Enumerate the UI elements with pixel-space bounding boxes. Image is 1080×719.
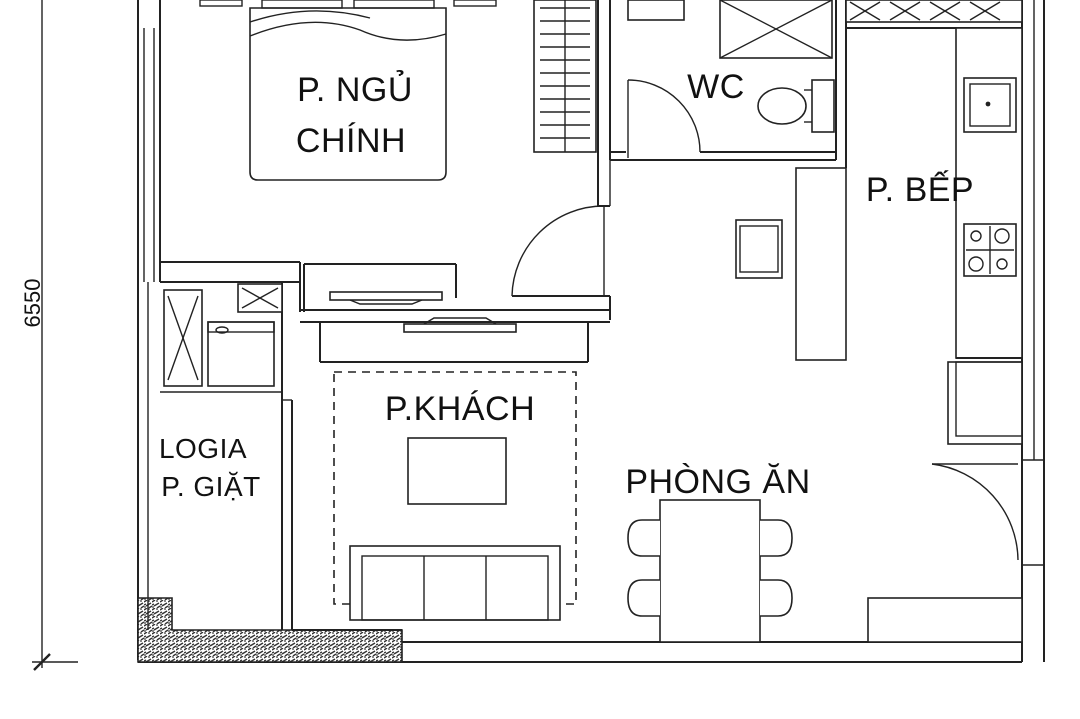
utility-sink-icon: [237, 283, 283, 313]
dimension-height-label: 6550: [20, 279, 45, 328]
room-label-logia: LOGIA: [159, 433, 247, 464]
coffee-table-icon: [407, 437, 507, 505]
entry-door: [931, 463, 1019, 561]
dining-chair-icon: [627, 519, 793, 617]
room-label-wc: WC: [687, 68, 745, 106]
sofa-icon: [349, 545, 561, 621]
room-label-kitchen: P. BẾP: [866, 171, 974, 209]
bed-icon: [199, 0, 497, 181]
stove-icon: [963, 223, 1017, 277]
kitchen-island: [735, 167, 847, 361]
wardrobe-icon: [533, 0, 597, 153]
bedroom-walls: [160, 0, 611, 363]
dining-table-icon: [659, 499, 761, 643]
tv-unit-icon: [329, 291, 517, 333]
room-label-laundry: P. GIẶT: [161, 471, 260, 502]
room-label-master-bedroom: P. NGỦ: [297, 71, 413, 109]
shoe-cabinet: [867, 597, 1023, 643]
toilet-icon: [757, 79, 835, 133]
room-label-dining: PHÒNG ĂN: [625, 463, 810, 501]
washing-machine-icon: [207, 321, 275, 387]
kitchen-sink-icon: [963, 77, 1017, 133]
wc-room: [610, 0, 847, 168]
room-label-master-bedroom-2: CHÍNH: [296, 122, 406, 160]
room-label-living: P.KHÁCH: [385, 390, 535, 428]
logia-walls: [147, 282, 402, 631]
fridge-icon: [947, 361, 1023, 445]
water-heater-icon: [163, 289, 203, 387]
dimension-line: [32, 0, 78, 671]
